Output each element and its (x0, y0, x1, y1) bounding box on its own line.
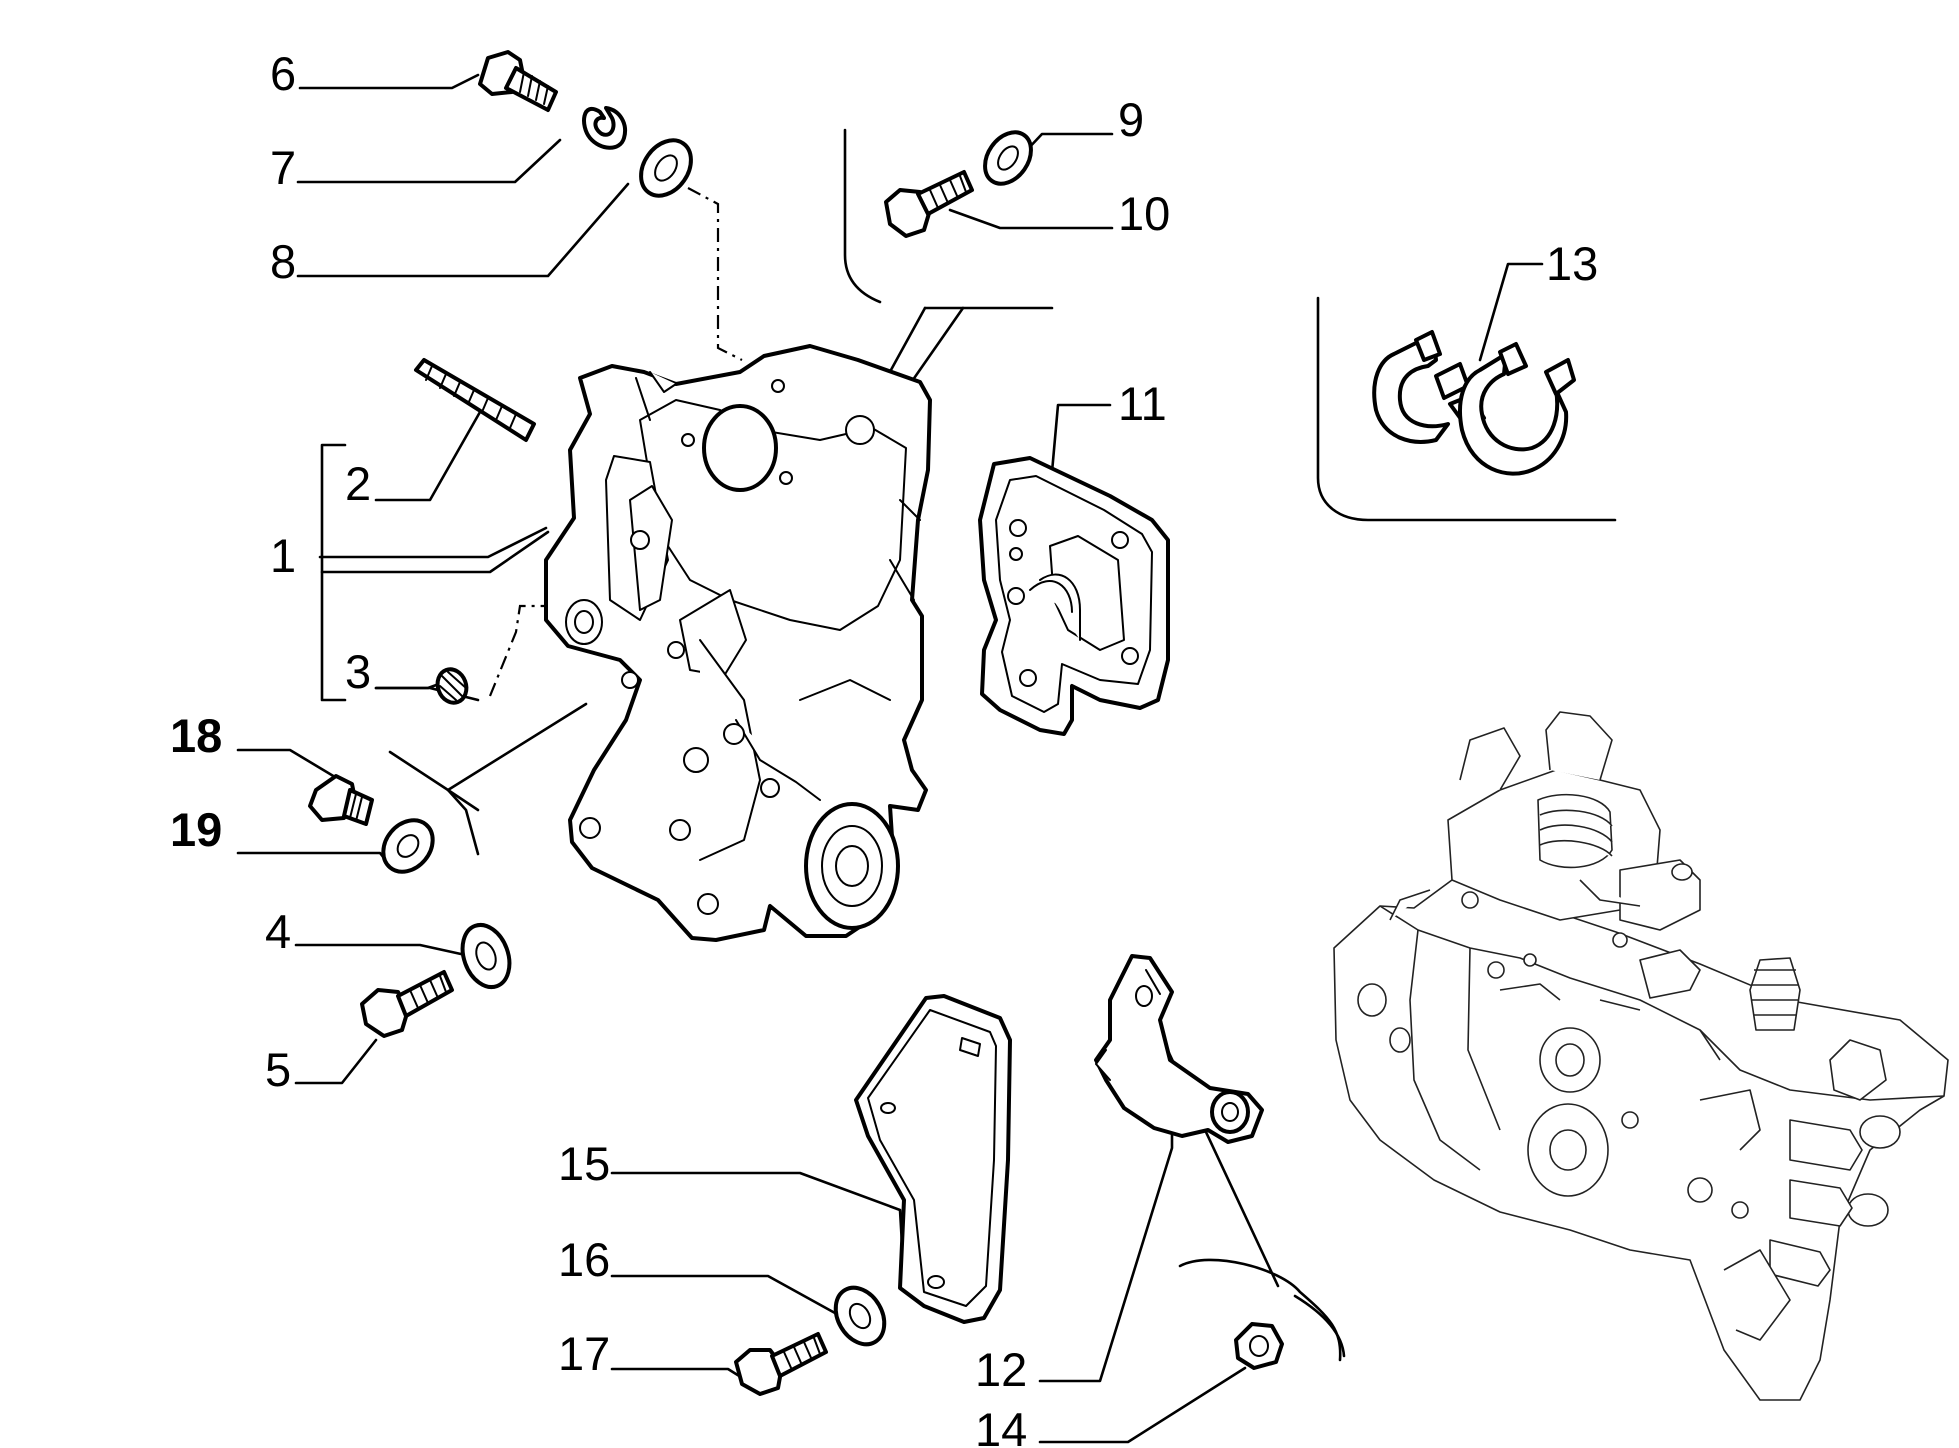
washer-icon (983, 130, 1033, 186)
callout-2: 2 (345, 457, 371, 510)
curved-bracket-icon (1094, 954, 1264, 1144)
injection-pump-illustration (1333, 711, 1949, 1401)
washer-icon (460, 923, 512, 989)
callout-8: 8 (270, 235, 296, 288)
callout-7: 7 (270, 141, 296, 194)
frame-top (843, 128, 882, 304)
washer-icon (639, 138, 693, 198)
bolt-icon (360, 970, 454, 1038)
bolt-icon (734, 1332, 828, 1396)
callout-11: 11 (1118, 377, 1167, 430)
bolt-icon (884, 170, 974, 238)
washer-icon (381, 818, 435, 874)
pump-housing-icon (544, 344, 932, 942)
callout-5: 5 (265, 1043, 291, 1096)
callout-labels: 6 7 8 9 10 13 11 2 1 3 18 19 4 5 15 16 1… (170, 47, 1598, 1448)
callout-18: 18 (170, 709, 222, 762)
callout-9: 9 (1118, 93, 1144, 146)
callout-14: 14 (975, 1403, 1027, 1448)
callout-6: 6 (270, 47, 296, 100)
callout-1: 1 (270, 529, 296, 582)
callout-12: 12 (975, 1343, 1027, 1396)
callout-10: 10 (1118, 187, 1170, 240)
grub-screw-icon (435, 667, 469, 705)
pipe-clip-icon (1372, 330, 1576, 476)
callout-15: 15 (558, 1137, 610, 1190)
stud-icon (414, 358, 536, 442)
callout-4: 4 (265, 905, 291, 958)
washer-icon (833, 1285, 887, 1347)
nut-icon (1234, 1322, 1284, 1370)
bracket-icon (854, 994, 1012, 1324)
callout-17: 17 (558, 1327, 610, 1380)
plug-bolt-icon (308, 774, 374, 826)
callout-16: 16 (558, 1233, 610, 1286)
centre-line (687, 187, 743, 361)
callout-3: 3 (345, 645, 371, 698)
bolt-icon (478, 50, 558, 112)
callout-13: 13 (1546, 237, 1598, 290)
callout-19: 19 (170, 803, 222, 856)
centre-line-3 (488, 604, 560, 697)
gasket-icon (978, 456, 1170, 736)
spring-washer-icon (582, 106, 627, 150)
frame-13 (1316, 296, 1617, 522)
